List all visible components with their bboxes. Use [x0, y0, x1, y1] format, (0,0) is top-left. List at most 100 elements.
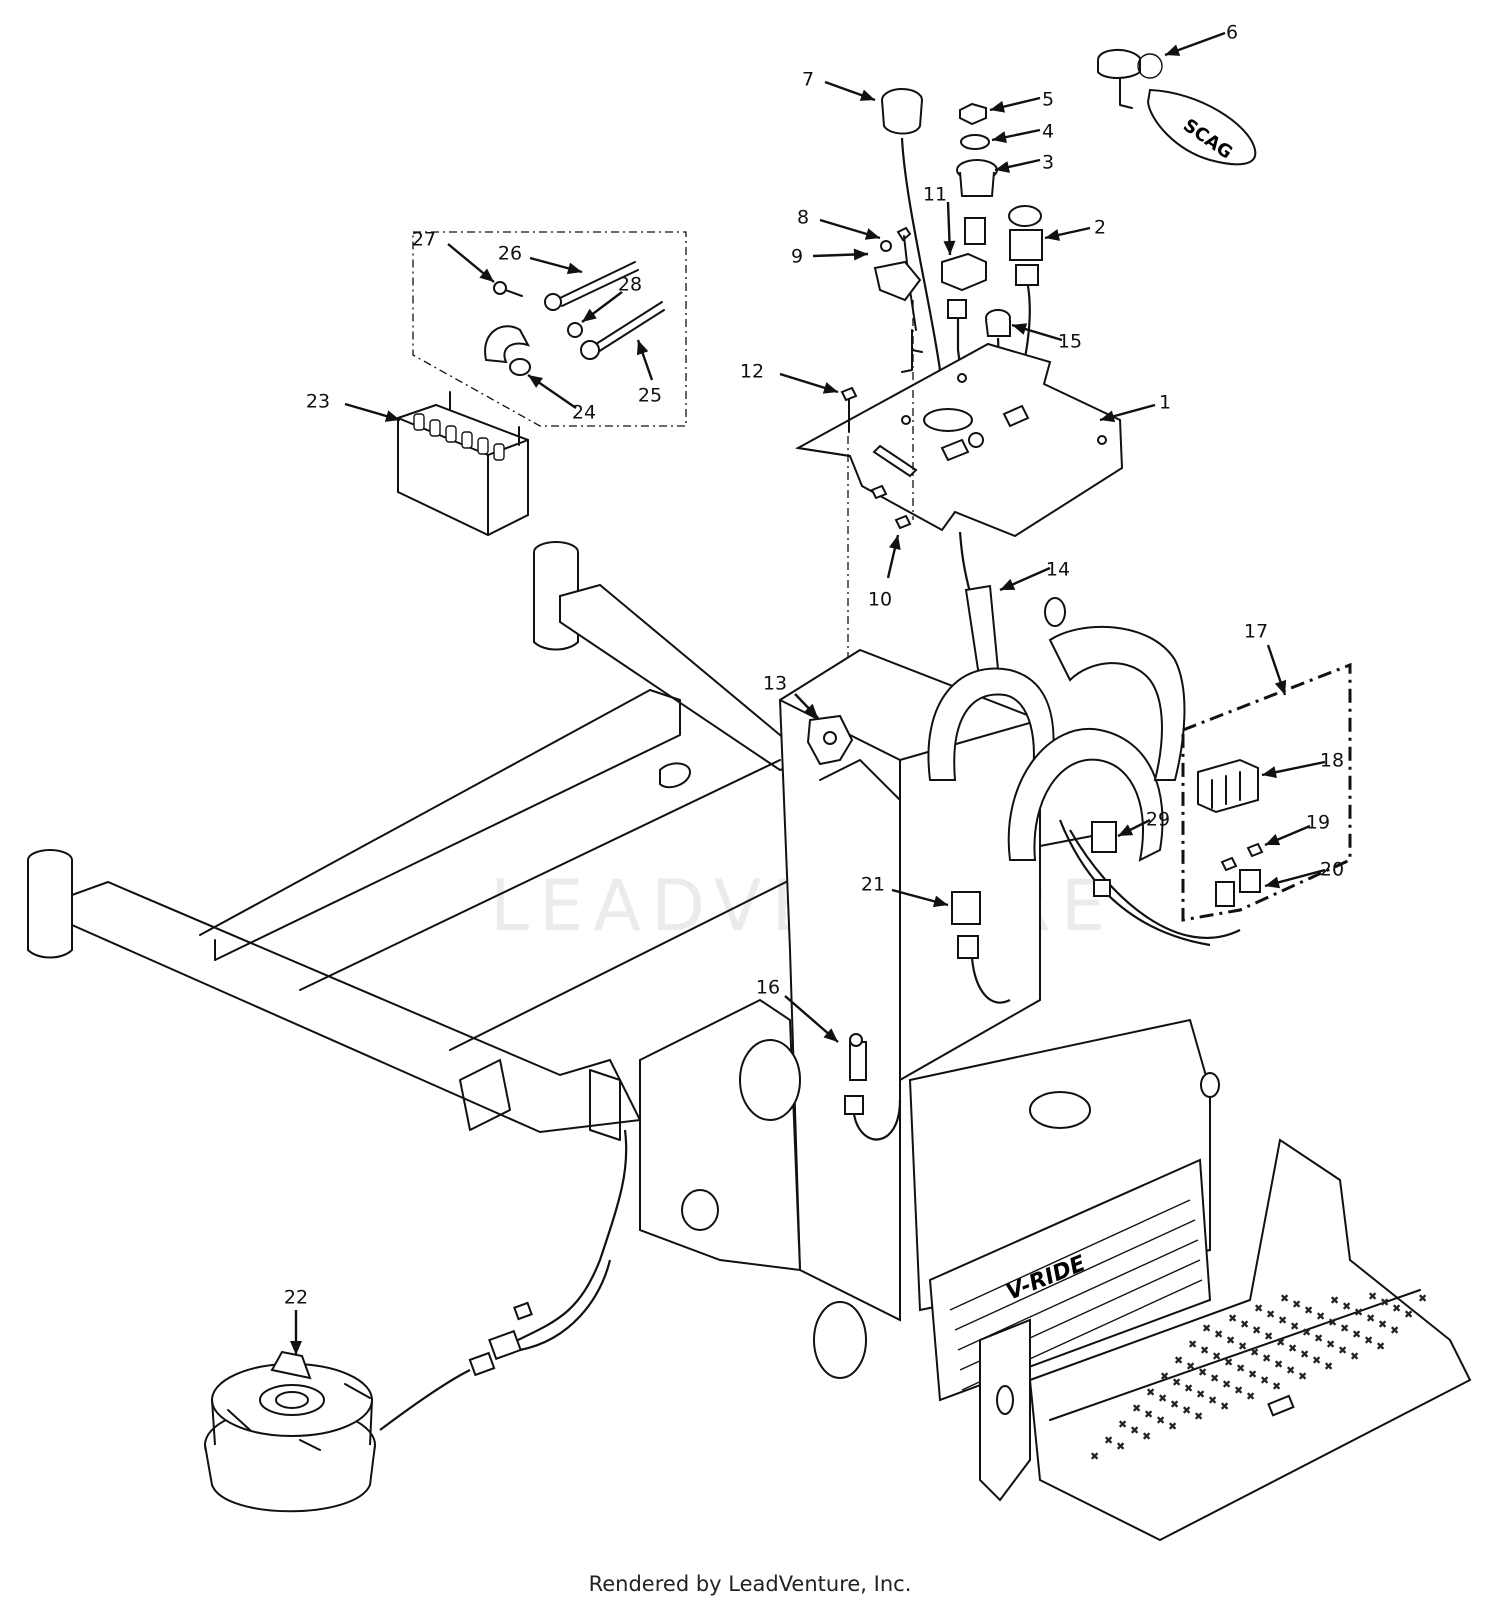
callout-arrowhead-12: [822, 382, 838, 394]
traction-mark: ✖: [1262, 1352, 1271, 1365]
traction-mark: ✖: [1104, 1434, 1113, 1447]
pto-clutch: [204, 1129, 628, 1513]
callout-number-1: 1: [1159, 392, 1171, 414]
callout-arrowhead-20: [1265, 876, 1281, 889]
traction-mark: ✖: [1214, 1328, 1223, 1341]
traction-mark: ✖: [1146, 1386, 1155, 1399]
left-frame-tubes: [27, 541, 813, 1141]
callout-arrowhead-3: [995, 161, 1010, 173]
traction-mark: ✖: [1186, 1360, 1195, 1373]
traction-mark: ✖: [1250, 1346, 1259, 1359]
traction-mark: ✖: [1252, 1324, 1261, 1337]
fuse-block-kit: [1181, 662, 1352, 922]
traction-mark: ✖: [1380, 1296, 1389, 1309]
traction-mark: ✖: [1194, 1410, 1203, 1423]
traction-mark: ✖: [1272, 1380, 1281, 1393]
callout-arrowhead-7: [859, 89, 875, 101]
traction-mark: ✖: [1418, 1292, 1427, 1305]
traction-mark: ✖: [1342, 1300, 1351, 1313]
callout-arrowhead-27: [479, 268, 494, 282]
callout-arrowhead-24: [528, 375, 543, 388]
traction-mark: ✖: [1316, 1310, 1325, 1323]
callout-number-13: 13: [763, 673, 787, 695]
callout-arrowhead-28: [582, 308, 597, 322]
callout-arrowhead-23: [384, 410, 400, 422]
traction-mark: ✖: [1274, 1358, 1283, 1371]
traction-mark: ✖: [1158, 1392, 1167, 1405]
traction-mark: ✖: [1286, 1364, 1295, 1377]
callout-number-22: 22: [284, 1287, 308, 1309]
traction-mark: ✖: [1366, 1312, 1375, 1325]
callout-number-18: 18: [1320, 750, 1344, 772]
traction-mark: ✖: [1182, 1404, 1191, 1417]
traction-mark: ✖: [1378, 1318, 1387, 1331]
traction-mark: ✖: [1248, 1368, 1257, 1381]
traction-mark: ✖: [1254, 1302, 1263, 1315]
traction-mark: ✖: [1266, 1308, 1275, 1321]
traction-mark: ✖: [1340, 1322, 1349, 1335]
throttle-lever: [873, 226, 923, 373]
traction-mark: ✖: [1354, 1306, 1363, 1319]
traction-mark: ✖: [1090, 1450, 1099, 1463]
callout-number-10: 10: [868, 589, 892, 611]
callout-number-11: 11: [923, 184, 947, 206]
callout-arrowhead-1: [1100, 410, 1116, 423]
callout-arrowhead-26: [566, 262, 582, 275]
callout-number-23: 23: [306, 391, 330, 413]
callout-arrowhead-22: [290, 1341, 302, 1355]
traction-mark: ✖: [1168, 1420, 1177, 1433]
traction-mark: ✖: [1160, 1370, 1169, 1383]
callout-arrowhead-17: [1274, 679, 1287, 695]
callout-number-25: 25: [638, 385, 662, 407]
traction-mark: ✖: [1298, 1370, 1307, 1383]
callout-number-27: 27: [412, 229, 436, 251]
callout-arrowhead-15: [1012, 323, 1028, 335]
callout-number-5: 5: [1042, 89, 1054, 111]
traction-mark: ✖: [1264, 1330, 1273, 1343]
traction-mark: ✖: [1196, 1388, 1205, 1401]
callout-arrowhead-29: [1118, 824, 1134, 836]
callout-number-4: 4: [1042, 121, 1054, 143]
screw-part-27: [493, 281, 523, 297]
traction-mark: ✖: [1312, 1354, 1321, 1367]
traction-mark: ✖: [1392, 1302, 1401, 1315]
traction-mark: ✖: [1364, 1334, 1373, 1347]
traction-mark: ✖: [1260, 1374, 1269, 1387]
callout-arrowhead-11: [943, 240, 956, 255]
traction-mark: ✖: [1118, 1418, 1127, 1431]
callout-arrowhead-16: [823, 1028, 838, 1042]
callout-arrowhead-13: [803, 703, 818, 718]
exploded-view-drawing: LEADVENTURE: [27, 22, 1472, 1542]
callout-arrows: [290, 31, 1326, 1355]
traction-mark: ✖: [1314, 1332, 1323, 1345]
callout-number-12: 12: [740, 361, 764, 383]
traction-mark: ✖: [1350, 1350, 1359, 1363]
traction-mark: ✖: [1174, 1354, 1183, 1367]
traction-mark: ✖: [1144, 1408, 1153, 1421]
traction-mark: ✖: [1184, 1382, 1193, 1395]
traction-mark: ✖: [1376, 1340, 1385, 1353]
traction-mark: ✖: [1116, 1440, 1125, 1453]
traction-mark: ✖: [1202, 1322, 1211, 1335]
callout-arrowhead-4: [992, 131, 1007, 144]
traction-mark: ✖: [1290, 1320, 1299, 1333]
callout-number-21: 21: [861, 874, 885, 896]
traction-mark: ✖: [1368, 1290, 1377, 1303]
callout-number-9: 9: [791, 246, 803, 268]
callout-number-17: 17: [1244, 621, 1268, 643]
traction-mark: ✖: [1132, 1402, 1141, 1415]
traction-mark: ✖: [1292, 1298, 1301, 1311]
callout-number-16: 16: [756, 977, 780, 999]
foot-platform: ✖✖✖✖✖✖✖✖✖✖✖✖✖✖✖✖✖✖✖✖✖✖✖✖✖✖✖✖✖✖✖✖✖✖✖✖✖✖✖✖…: [1028, 1072, 1472, 1542]
traction-mark: ✖: [1326, 1338, 1335, 1351]
callout-number-14: 14: [1046, 559, 1070, 581]
traction-mark: ✖: [1330, 1294, 1339, 1307]
traction-mark: ✖: [1352, 1328, 1361, 1341]
callout-number-19: 19: [1306, 812, 1330, 834]
callout-number-3: 3: [1042, 152, 1054, 174]
traction-mark: ✖: [1238, 1340, 1247, 1353]
fasteners-12-10: [840, 386, 912, 530]
traction-mark: ✖: [1224, 1356, 1233, 1369]
callout-arrowhead-9: [853, 248, 868, 261]
